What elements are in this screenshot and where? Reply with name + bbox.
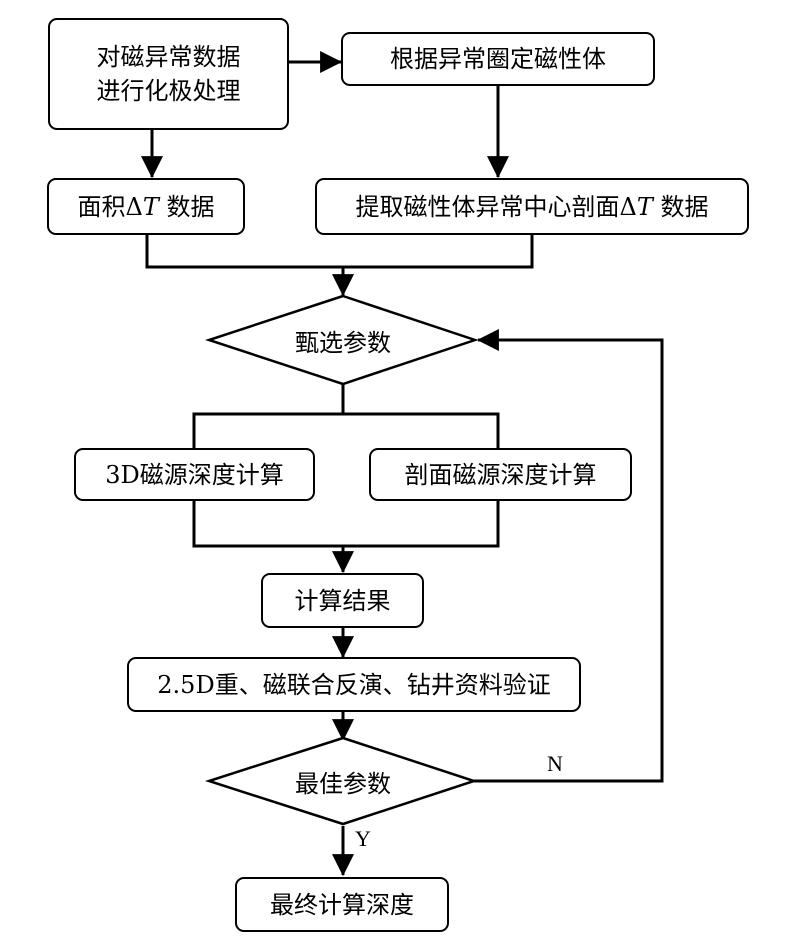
split-line-calc xyxy=(192,412,500,448)
decision-select-params-shape xyxy=(204,294,479,386)
node-inversion-label: 2.5D重、磁联合反演、钻井资料验证 xyxy=(157,670,551,699)
decision-select-params: 甄选参数 xyxy=(249,322,437,358)
decision-best-params: 最佳参数 xyxy=(249,763,437,799)
node-delineate-label: 根据异常圈定磁性体 xyxy=(390,45,606,73)
profile-data-suffix: 数据 xyxy=(652,192,709,221)
area-data-delta: Δ xyxy=(125,192,143,221)
profile-data-var: T xyxy=(636,192,653,221)
node-inversion: 2.5D重、磁联合反演、钻井资料验证 xyxy=(127,657,581,712)
decision-best-params-label: 最佳参数 xyxy=(295,769,391,798)
node-calc-profile-label: 剖面磁源深度计算 xyxy=(404,460,597,489)
decision-select-params-label: 甄选参数 xyxy=(295,328,391,357)
profile-data-prefix: 提取磁性体异常中心剖面 xyxy=(355,192,620,221)
node-polarization: 对磁异常数据 进行化极处理 xyxy=(48,18,289,130)
profile-data-delta: Δ xyxy=(619,192,637,221)
edge-label-no: N xyxy=(547,751,563,776)
area-data-suffix: 数据 xyxy=(158,192,215,221)
node-calc-3d: 3D磁源深度计算 xyxy=(74,448,315,501)
node-final: 最终计算深度 xyxy=(235,877,449,932)
node-calc-3d-label: 3D磁源深度计算 xyxy=(105,460,284,489)
loop-arrow-best-to-select xyxy=(474,329,664,783)
node-profile-data: 提取磁性体异常中心剖面ΔT 数据 xyxy=(315,178,749,235)
node-profile-data-label: 提取磁性体异常中心剖面ΔT 数据 xyxy=(356,190,709,224)
node-calc-profile: 剖面磁源深度计算 xyxy=(369,448,632,501)
node-result: 计算结果 xyxy=(261,573,424,628)
edge-label-yes: Y xyxy=(355,826,371,851)
node-polarization-line1: 对磁异常数据 xyxy=(96,43,241,71)
decision-best-params-shape xyxy=(204,736,479,826)
merge-line-calc xyxy=(192,501,500,548)
node-area-data-label: 面积ΔT 数据 xyxy=(78,190,215,224)
node-area-data: 面积ΔT 数据 xyxy=(47,178,245,235)
node-final-label: 最终计算深度 xyxy=(270,890,414,919)
node-polarization-line2: 进行化极处理 xyxy=(96,77,241,105)
area-data-prefix: 面积 xyxy=(77,192,126,221)
node-delineate: 根据异常圈定磁性体 xyxy=(341,32,655,86)
node-result-label: 计算结果 xyxy=(294,586,391,615)
area-data-var: T xyxy=(142,192,159,221)
merge-line-data xyxy=(145,235,534,269)
